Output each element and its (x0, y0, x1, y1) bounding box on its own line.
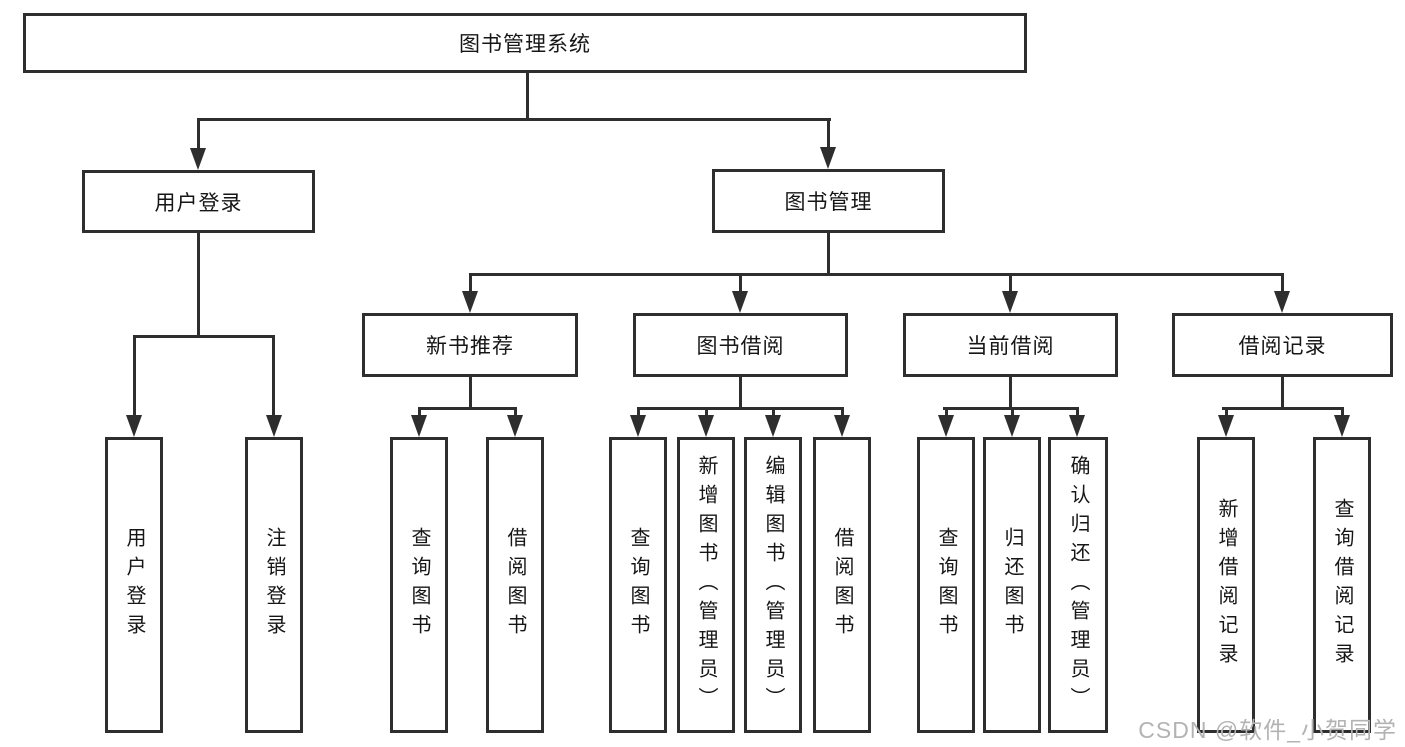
arrowhead-new-book (462, 291, 478, 313)
connector-leaf-stub (841, 407, 844, 417)
connector-to-current (1009, 273, 1012, 292)
leaf-borrow-books-label: 借阅图书 (831, 527, 853, 643)
node-current-borrowing: 当前借阅 (903, 313, 1118, 377)
connector-leaf-stub (1225, 407, 1228, 417)
node-book-borrowing-label: 图书借阅 (696, 335, 785, 358)
arrowhead-leaf (1069, 415, 1085, 437)
leaf-borrow-books-recommend: 借阅图书 (486, 437, 544, 733)
connector-to-records (1281, 273, 1284, 292)
node-root-label: 图书管理系统 (459, 33, 591, 56)
connector-new-book-stub (469, 377, 472, 408)
connector-borrowing-stub (739, 377, 742, 408)
connector-to-book-mgmt (827, 118, 830, 149)
connector-leaf-stub (945, 407, 948, 417)
leaf-return-books: 归还图书 (983, 437, 1041, 733)
connector-records-stub (1281, 377, 1284, 408)
leaf-add-books-admin-label: 新增图书（管理员） (695, 454, 717, 716)
connector-leaf-stub (514, 407, 517, 417)
connector-to-new-book (469, 273, 472, 292)
arrowhead-leaf (834, 415, 850, 437)
arrowhead-book-mgmt (820, 147, 836, 169)
connector-level3-branch (470, 273, 1283, 276)
node-new-book-recommend-label: 新书推荐 (426, 335, 514, 358)
connector-to-leaf-user-login (133, 335, 136, 416)
arrowhead-leaf (411, 415, 427, 437)
leaf-add-books-admin: 新增图书（管理员） (677, 437, 735, 733)
connector-current-branch (943, 407, 1078, 410)
connector-to-user-login (197, 118, 200, 150)
connector-borrowing-branch (638, 407, 843, 410)
connector-level1-branch (197, 118, 831, 121)
connector-new-book-branch (419, 407, 516, 410)
leaf-confirm-return-admin-label: 确认归还（管理员） (1067, 454, 1089, 716)
connector-leaf-stub (772, 407, 775, 417)
connector-to-leaf-logout (272, 335, 275, 416)
leaf-user-login-label: 用户登录 (123, 527, 145, 643)
leaf-query-books-recommend-label: 查询图书 (408, 527, 430, 643)
connector-leaf-stub (705, 407, 708, 417)
leaf-logout-label: 注销登录 (263, 527, 285, 643)
leaf-query-books-current-label: 查询图书 (935, 527, 957, 643)
leaf-edit-books-admin: 编辑图书（管理员） (744, 437, 802, 733)
leaf-query-borrow-record: 查询借阅记录 (1313, 437, 1371, 733)
node-book-management: 图书管理 (712, 169, 945, 233)
connector-user-login-branch (133, 335, 275, 338)
arrowhead-leaf (1004, 415, 1020, 437)
connector-records-branch (1222, 407, 1343, 410)
node-current-borrowing-label: 当前借阅 (966, 335, 1055, 358)
arrowhead-records (1274, 291, 1290, 313)
arrowhead-leaf-logout (266, 415, 282, 437)
connector-user-login-stub (197, 233, 200, 335)
leaf-add-borrow-record: 新增借阅记录 (1197, 437, 1255, 733)
arrowhead-leaf (698, 415, 714, 437)
leaf-return-books-label: 归还图书 (1001, 527, 1023, 643)
csdn-watermark: CSDN @软件_小贺同学 (1138, 717, 1397, 743)
connector-book-mgmt-stub (827, 233, 830, 273)
leaf-query-borrow-record-label: 查询借阅记录 (1331, 498, 1353, 672)
leaf-add-borrow-record-label: 新增借阅记录 (1215, 498, 1237, 672)
connector-root-stub (526, 73, 529, 120)
arrowhead-leaf-user-login (126, 415, 142, 437)
arrowhead-leaf (630, 415, 646, 437)
leaf-logout: 注销登录 (245, 437, 303, 733)
connector-leaf-stub (1011, 407, 1014, 417)
node-book-management-label: 图书管理 (784, 191, 873, 214)
node-borrowing-records-label: 借阅记录 (1238, 335, 1327, 358)
leaf-query-books-borrowing-label: 查询图书 (627, 527, 649, 643)
connector-leaf-stub (637, 407, 640, 417)
node-book-borrowing: 图书借阅 (633, 313, 848, 377)
leaf-borrow-books-recommend-label: 借阅图书 (504, 527, 526, 643)
arrowhead-leaf (765, 415, 781, 437)
arrowhead-leaf (507, 415, 523, 437)
arrowhead-user-login (190, 148, 206, 170)
leaf-edit-books-admin-label: 编辑图书（管理员） (762, 454, 784, 716)
leaf-confirm-return-admin: 确认归还（管理员） (1048, 437, 1108, 733)
connector-current-stub (1009, 377, 1012, 408)
arrowhead-borrowing (732, 291, 748, 313)
node-root: 图书管理系统 (23, 13, 1027, 73)
connector-leaf-stub (418, 407, 421, 417)
arrowhead-leaf (1218, 415, 1234, 437)
connector-to-borrowing (739, 273, 742, 292)
arrowhead-leaf (938, 415, 954, 437)
leaf-user-login: 用户登录 (105, 437, 163, 733)
leaf-query-books-current: 查询图书 (917, 437, 975, 733)
leaf-query-books-recommend: 查询图书 (390, 437, 448, 733)
node-new-book-recommend: 新书推荐 (362, 313, 578, 377)
node-borrowing-records: 借阅记录 (1172, 313, 1393, 377)
connector-leaf-stub (1341, 407, 1344, 417)
arrowhead-current (1002, 291, 1018, 313)
leaf-query-books-borrowing: 查询图书 (609, 437, 667, 733)
node-user-login-label: 用户登录 (154, 191, 243, 215)
connector-leaf-stub (1076, 407, 1079, 417)
node-user-login: 用户登录 (82, 170, 315, 233)
leaf-borrow-books: 借阅图书 (813, 437, 871, 733)
arrowhead-leaf (1334, 415, 1350, 437)
